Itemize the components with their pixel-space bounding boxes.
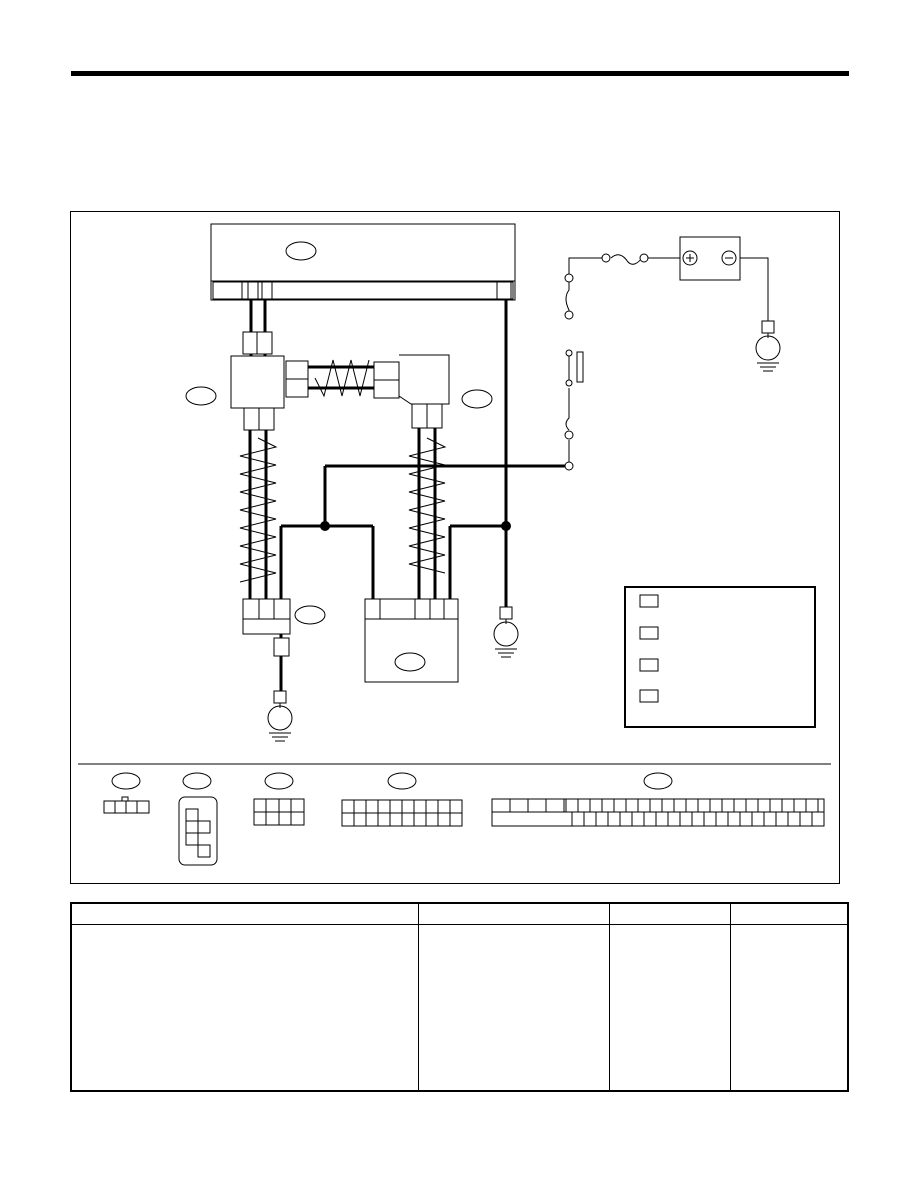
wire-harness bbox=[248, 299, 569, 691]
table-header-cell bbox=[417, 902, 610, 925]
splice-point-1 bbox=[320, 521, 330, 531]
legend-box bbox=[624, 586, 816, 728]
table-header-cell bbox=[70, 902, 419, 925]
battery bbox=[679, 236, 741, 281]
table-cell bbox=[70, 924, 419, 1092]
connector-view-1 bbox=[103, 772, 150, 814]
legend-swatch-2 bbox=[639, 626, 659, 640]
connector-bottom-left bbox=[242, 598, 326, 657]
legend-swatch-3 bbox=[639, 658, 659, 672]
fuse-circuit bbox=[564, 253, 769, 471]
fuse-2 bbox=[565, 388, 570, 431]
table-cell bbox=[729, 924, 849, 1092]
twisted-pairs bbox=[239, 359, 447, 583]
ground-1 bbox=[755, 320, 781, 372]
legend-swatch-4 bbox=[639, 689, 659, 703]
fuse-1 bbox=[565, 278, 570, 318]
table-header-row bbox=[70, 902, 849, 925]
sensor-module bbox=[364, 598, 459, 683]
spec-table bbox=[70, 902, 849, 1092]
ecm-module bbox=[210, 223, 516, 301]
table-header-cell bbox=[608, 902, 731, 925]
table-row bbox=[70, 924, 849, 1092]
legend-swatch-1 bbox=[639, 594, 659, 608]
ecm-callout bbox=[285, 241, 317, 261]
connector-left bbox=[185, 331, 309, 431]
ground-2 bbox=[493, 606, 519, 658]
connector-right-callout bbox=[461, 389, 493, 409]
fuse-3 bbox=[576, 351, 584, 383]
header-rule bbox=[71, 71, 849, 76]
table-cell bbox=[608, 924, 731, 1092]
wiring-diagram-frame bbox=[70, 211, 840, 884]
connector-pin-grid bbox=[353, 799, 819, 826]
connector-right bbox=[373, 354, 493, 429]
connector-view-2 bbox=[178, 772, 218, 866]
table-cell bbox=[417, 924, 610, 1092]
splice-point-2 bbox=[501, 521, 511, 531]
table-header-cell bbox=[729, 902, 849, 925]
connector-view-3 bbox=[253, 772, 305, 826]
sensor-module-callout bbox=[394, 652, 426, 672]
ground-3 bbox=[267, 690, 293, 742]
connector-bottom-left-callout bbox=[294, 605, 326, 625]
connector-view-5 bbox=[491, 772, 825, 827]
connector-left-callout bbox=[185, 386, 217, 406]
